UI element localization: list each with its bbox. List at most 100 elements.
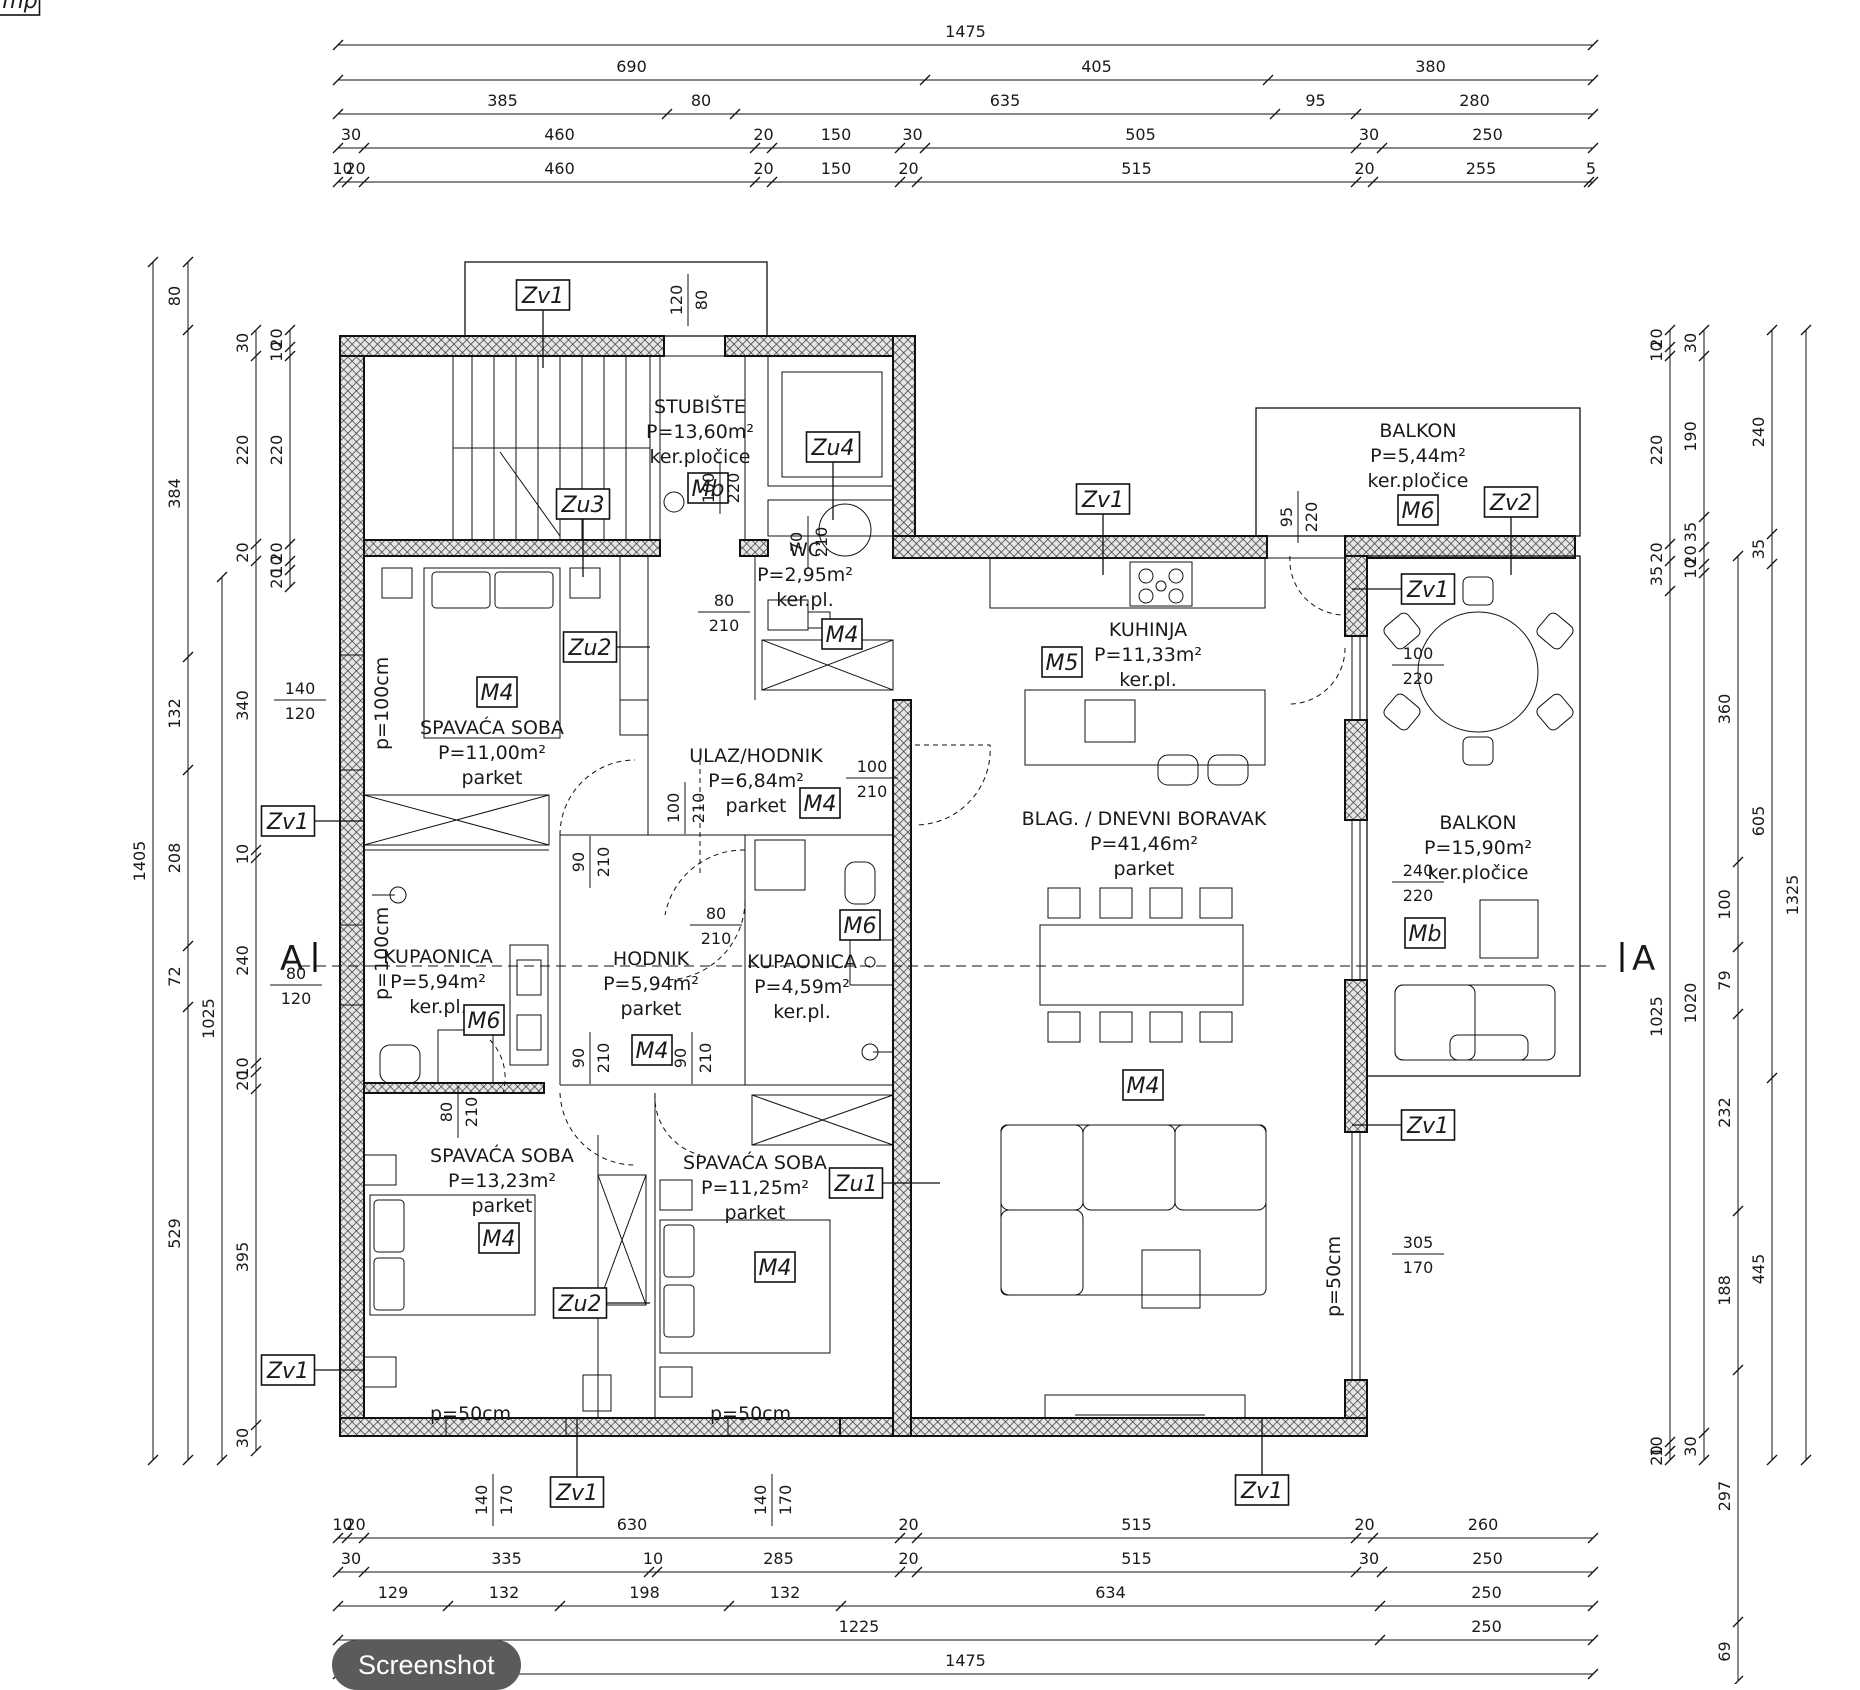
dimension-value: 20 — [345, 1515, 365, 1534]
element-tag: M6 — [1397, 494, 1439, 526]
svg-text:80: 80 — [692, 290, 711, 310]
dimension-value: 188 — [1715, 1275, 1734, 1306]
dimension-tick — [250, 1445, 262, 1457]
dimension-value: 630 — [617, 1515, 648, 1534]
note-text: p=100cm — [371, 907, 393, 1000]
dimension-value: 20 — [1647, 1445, 1666, 1465]
room-area: P=4,59m² — [754, 976, 850, 998]
dimension-value: 1025 — [1647, 996, 1666, 1037]
svg-text:240: 240 — [1403, 861, 1434, 880]
dimension-tick — [332, 39, 344, 51]
dimension-tick — [147, 1454, 159, 1466]
svg-text:Zv1: Zv1 — [1406, 1114, 1449, 1139]
dimension-value: 72 — [165, 966, 184, 986]
dimension-tick — [358, 1566, 370, 1578]
dimension-value: 395 — [233, 1242, 252, 1273]
dimension-tick — [284, 324, 296, 336]
door-swings — [489, 555, 1346, 1166]
dimension-tick — [1698, 511, 1710, 523]
dimension-tick — [250, 538, 262, 550]
dimension-value: 100 — [1715, 889, 1734, 920]
element-tag: Zu4 — [805, 431, 861, 520]
dimension-tick — [332, 1532, 344, 1544]
dimension-value: 635 — [990, 91, 1021, 110]
element-tag: Zv1 — [1234, 1418, 1290, 1506]
room-name: KUPAONICA — [383, 946, 493, 968]
dimension-tick — [894, 176, 906, 188]
room-labels: STUBIŠTE P=13,60m² ker.pločice WC P=2,95… — [383, 394, 1532, 1224]
dimension-tick — [341, 176, 353, 188]
svg-text:120: 120 — [667, 285, 686, 316]
dimension-tick — [1587, 1532, 1599, 1544]
element-tag: M6 — [463, 1004, 505, 1036]
dimension-value: 10 — [1647, 341, 1666, 361]
dimension-tick — [1766, 324, 1778, 336]
svg-text:Zu2: Zu2 — [567, 636, 611, 661]
dimension-value: 1475 — [945, 22, 986, 41]
room-floor: ker.pločice — [1428, 862, 1529, 884]
dimension-value: 30 — [902, 125, 922, 144]
dimension-value: 1225 — [839, 1617, 880, 1636]
dimension-value: 405 — [1081, 57, 1112, 76]
dimension-tick — [1587, 1668, 1599, 1680]
svg-text:M4: M4 — [483, 1227, 516, 1252]
room-floor: ker.pl. — [409, 996, 467, 1018]
svg-text:70: 70 — [787, 532, 806, 552]
element-tag: M4 — [631, 1034, 673, 1066]
dimension-tick — [919, 142, 931, 154]
dimension-tick — [1350, 142, 1362, 154]
dimension-tick — [182, 256, 194, 268]
svg-text:M4: M4 — [1127, 1074, 1160, 1099]
dimension-value: 1475 — [945, 1651, 986, 1670]
dimension-value: 1025 — [199, 998, 218, 1039]
element-tag: Zu3 — [555, 488, 611, 577]
dimension-tick — [1766, 558, 1778, 570]
dimension-value: 10 — [267, 555, 286, 575]
svg-text:Zu3: Zu3 — [560, 493, 604, 518]
svg-text:Zv2: Zv2 — [1489, 491, 1532, 516]
dimension-value: 460 — [544, 125, 575, 144]
element-tag: M4 — [754, 1251, 796, 1283]
svg-text:220: 220 — [1302, 502, 1321, 533]
dimension-value: 10 — [233, 844, 252, 864]
dimension-tick — [1664, 538, 1676, 550]
room-name: KUHINJA — [1109, 619, 1187, 641]
svg-text:100: 100 — [857, 757, 888, 776]
dimension-value: 515 — [1121, 159, 1152, 178]
room-name: ULAZ/HODNIK — [689, 745, 823, 767]
dimension-tick — [1587, 39, 1599, 51]
dimension-tick — [1367, 1532, 1379, 1544]
dimension-tick — [1698, 1454, 1710, 1466]
dimension-tick — [1732, 1008, 1744, 1020]
dimension-value: 250 — [1471, 1583, 1502, 1602]
svg-text:Zv1: Zv1 — [1081, 488, 1124, 513]
dimension-tick — [1350, 1532, 1362, 1544]
dimension-tick — [1800, 1454, 1812, 1466]
element-tag: Zv1 — [1352, 1109, 1456, 1141]
dimension-tick — [341, 1532, 353, 1544]
dimension-tick — [651, 1566, 663, 1578]
dimension-value: 35 — [1749, 539, 1768, 559]
dimension-tick — [554, 1600, 566, 1612]
element-tag: M5 — [1041, 646, 1083, 678]
dimension-tick — [250, 1057, 262, 1069]
dimension-tick — [911, 1532, 923, 1544]
dimension-value: 20 — [1647, 328, 1666, 348]
svg-text:80: 80 — [714, 591, 734, 610]
dimension-value: 460 — [544, 159, 575, 178]
dimension-tick — [894, 1532, 906, 1544]
svg-text:Zv1: Zv1 — [521, 284, 564, 309]
dimension-tick — [766, 176, 778, 188]
room-area: P=13,60m² — [646, 421, 754, 443]
dimension-tick — [332, 1566, 344, 1578]
svg-text:M6: M6 — [468, 1009, 501, 1034]
svg-text:Zv1: Zv1 — [555, 1481, 598, 1506]
dimension-value: 1325 — [1783, 875, 1802, 916]
svg-text:170: 170 — [1403, 1258, 1434, 1277]
dimension-value: 30 — [1681, 333, 1700, 353]
walls — [339, 335, 1576, 1437]
